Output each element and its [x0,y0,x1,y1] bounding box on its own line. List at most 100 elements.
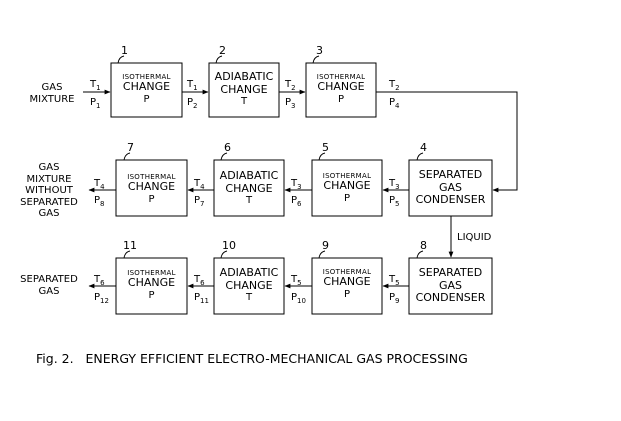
box-2-line2: CHANGE [220,82,268,96]
box-4-text: SEPARATED GAS CONDENSER [409,168,492,207]
state-t3-b: T3 [291,178,302,191]
state-t3-a: T3 [389,178,400,191]
state-p9: P9 [389,292,400,305]
box-5-text: ISOTHERMAL CHANGE P [312,172,382,204]
box-4-line1: SEPARATED [418,168,483,181]
box-9 [311,257,383,315]
box-8-line2: GAS [438,278,463,292]
box-1-text: ISOTHERMAL CHANGE P [111,73,182,105]
box-3-text: ISOTHERMAL CHANGE P [306,73,376,105]
input-gas-mixture: GAS MIXTURE [22,82,82,105]
state-p8: P8 [94,195,105,208]
box-number-3: 3 [316,44,323,57]
box-9-line1: ISOTHERMAL [322,268,372,276]
box-6-line2: CHANGE [225,181,273,195]
output1-line2: MIXTURE [26,173,72,185]
arrow-3-4 [376,91,518,193]
output1-line5: GAS [38,208,60,219]
state-p10: P10 [291,292,306,305]
output1-line4: SEPARATED [20,196,78,208]
box-2-line1: ADIABATIC [214,70,274,83]
box-3-line2: CHANGE [317,80,365,94]
output1-line3: WITHOUT [25,185,73,196]
box-6-text: ADIABATIC CHANGE T [214,169,284,207]
box-7-line1: ISOTHERMAL [127,173,176,181]
state-t5-b: T5 [291,274,302,287]
box-10-line3: T [245,292,253,304]
box-8 [408,257,493,315]
state-t4-a: T4 [194,178,205,191]
state-t2-a: T2 [285,79,296,92]
box-7 [115,159,188,217]
box-8-line3: CONDENSER [415,291,486,305]
box-9-line3: P [343,288,351,300]
box-2-line3: T [240,96,248,108]
box-1-line3: P [143,93,150,105]
box-6 [213,159,285,217]
box-1-line1: ISOTHERMAL [122,73,171,81]
input-line2: MIXTURE [29,93,75,105]
state-p4: P4 [389,97,400,110]
state-p6: P6 [291,195,302,208]
box-2 [208,62,280,118]
box-10-line2: CHANGE [225,278,273,292]
box-11-line1: ISOTHERMAL [127,269,176,277]
state-p5: P5 [389,195,400,208]
box-3-line1: ISOTHERMAL [316,73,366,81]
box-number-11: 11 [123,239,137,252]
box-5-line2: CHANGE [323,179,371,193]
box-4-line3: CONDENSER [415,193,486,207]
box-number-6: 6 [224,141,231,154]
box-number-10: 10 [222,239,236,252]
output1-line1: GAS [38,162,60,173]
box-8-line1: SEPARATED [418,266,483,279]
state-p2: P2 [187,97,198,110]
box-10-line1: ADIABATIC [219,266,279,279]
output2-line2: GAS [38,285,60,297]
box-5 [311,159,383,217]
box-1-line2: CHANGE [122,80,171,94]
state-t1-in: T1 [90,79,101,92]
box-7-line2: CHANGE [127,180,176,194]
figure-caption: Fig. 2. ENERGY EFFICIENT ELECTRO-MECHANI… [36,351,468,366]
box-7-text: ISOTHERMAL CHANGE P [116,173,187,205]
box-number-4: 4 [420,141,427,154]
box-3 [305,62,377,118]
box-2-text: ADIABATIC CHANGE T [209,70,279,108]
box-7-line3: P [148,193,155,205]
box-4-line2: GAS [438,180,463,194]
box-3-line3: P [337,93,345,105]
output-gas-without-separated: GAS MIXTURE WITHOUT SEPARATED GAS [16,162,82,220]
box-6-line3: T [245,195,253,207]
box-11-line3: P [148,289,155,301]
state-p11: P11 [194,292,209,305]
box-11-text: ISOTHERMAL CHANGE P [116,269,187,301]
box-5-line3: P [343,192,351,204]
box-number-5: 5 [322,141,329,154]
state-p7: P7 [194,195,205,208]
state-p12: P12 [94,292,109,305]
state-t6-b: T6 [94,274,105,287]
state-t4-b: T4 [94,178,105,191]
box-number-9: 9 [322,239,329,252]
box-9-line2: CHANGE [323,275,371,289]
box-6-line1: ADIABATIC [219,169,279,182]
output2-line1: SEPARATED [20,274,78,285]
state-t1-out: T1 [187,79,198,92]
liquid-label: LIQUID [457,232,492,243]
box-9-text: ISOTHERMAL CHANGE P [312,268,382,300]
box-11-line2: CHANGE [127,276,176,290]
box-number-1: 1 [121,44,128,57]
box-number-2: 2 [219,44,226,57]
state-p1-in: P1 [90,97,101,110]
box-8-text: SEPARATED GAS CONDENSER [409,266,492,305]
state-p3: P3 [285,97,296,110]
state-t2-b: T2 [389,79,400,92]
state-t5-a: T5 [389,274,400,287]
box-1 [110,62,183,118]
state-t6-a: T6 [194,274,205,287]
input-line1: GAS [41,82,63,93]
box-number-7: 7 [127,141,134,154]
box-5-line1: ISOTHERMAL [322,172,372,180]
